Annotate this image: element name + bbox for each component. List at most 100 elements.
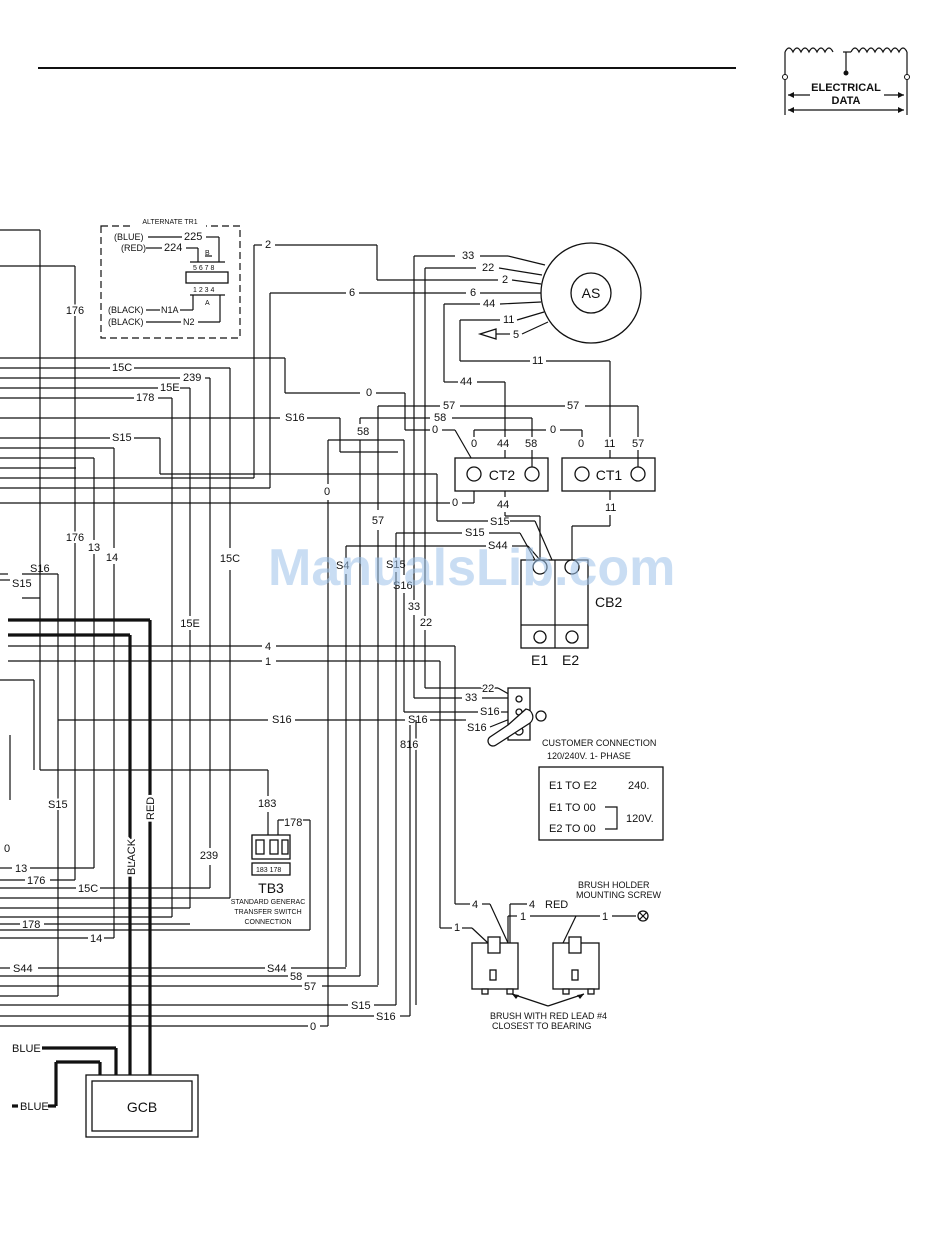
wire-label-22-c: 22 bbox=[482, 683, 494, 695]
brush-lead-label-2: CLOSEST TO BEARING bbox=[492, 1021, 592, 1031]
tr1-tap-a: A bbox=[205, 300, 210, 307]
tb3-terminal-marks: 183 178 bbox=[256, 867, 281, 874]
wire-label-1: 1 bbox=[265, 656, 271, 668]
tr1-black-label-2: (BLACK) bbox=[108, 317, 144, 327]
wire-label-0-left: 0 bbox=[4, 843, 10, 855]
tr1-terminal-block bbox=[185, 271, 229, 284]
wire-label-176-b: 176 bbox=[66, 532, 84, 544]
wire-label-s16-h: S16 bbox=[376, 1011, 396, 1023]
ct1-bottom-wire: 11 bbox=[605, 502, 616, 514]
tb3-label: TB3 bbox=[258, 880, 284, 896]
tb3-terminal: 178 183 178 TB3 STANDARD GENERAC TRANSFE… bbox=[231, 817, 311, 930]
tb3-caption-2: TRANSFER SWITCH bbox=[234, 909, 301, 916]
tr1-blue-label: (BLUE) bbox=[114, 232, 144, 242]
wire-label-s15-f: S15 bbox=[48, 799, 68, 811]
tb3-caption-1: STANDARD GENERAC bbox=[231, 899, 306, 906]
wire-label-22-b: 22 bbox=[420, 617, 432, 629]
brush-assembly-1 bbox=[471, 936, 519, 995]
cb2-breaker: S15 S15 S44 S4 S15 S16 S16 CB2 E1 E2 bbox=[336, 440, 622, 1005]
thick-wiring: RED BLACK BLUE BLUE bbox=[8, 618, 160, 1113]
tb3-wire-178: 178 bbox=[284, 817, 302, 829]
wire-label-1-d: 1 bbox=[602, 911, 608, 923]
wire-label-15e: 15E bbox=[160, 382, 180, 394]
tr1-wire-225: 225 bbox=[184, 231, 202, 243]
wire-label-183: 183 bbox=[258, 798, 276, 810]
connection-row-2: E1 TO 00 bbox=[549, 802, 596, 814]
wire-label-s16-e: S16 bbox=[408, 714, 428, 726]
connection-row-1-value: 240. bbox=[628, 780, 649, 792]
wire-label-2: 2 bbox=[265, 239, 271, 251]
wire-label-s16-b: S16 bbox=[393, 580, 413, 592]
wire-label-178: 178 bbox=[136, 392, 154, 404]
wire-label-15c: 15C bbox=[112, 362, 132, 374]
wire-label-s15-d: S15 bbox=[386, 559, 406, 571]
ct2-bottom-wire: 44 bbox=[497, 499, 509, 511]
wire-label-s16-g: S16 bbox=[467, 722, 487, 734]
wire-label-33: 33 bbox=[462, 250, 474, 262]
cb2-terminal-e1: E1 bbox=[531, 652, 548, 668]
customer-connection-title: CUSTOMER CONNECTION bbox=[542, 738, 656, 748]
logo-text-electrical: ELECTRICAL bbox=[811, 82, 881, 94]
as-component: AS 33 22 2 6 44 11 5 33 33 22 44 bbox=[408, 242, 642, 704]
tr1-terminals-top: 5 6 7 8 bbox=[193, 265, 215, 272]
ct1-wire-11: 11 bbox=[604, 438, 615, 450]
wire-label-4: 4 bbox=[265, 641, 271, 653]
wire-label-14-b: 14 bbox=[90, 933, 102, 945]
customer-connection-subtitle: 120/240V. 1- PHASE bbox=[547, 751, 631, 761]
gcb-label: GCB bbox=[127, 1099, 157, 1115]
tr1-wire-224: 224 bbox=[164, 242, 182, 254]
wire-label-239: 239 bbox=[183, 372, 201, 384]
wire-label-33-c: 33 bbox=[465, 692, 477, 704]
electrical-data-logo: ELECTRICAL DATA bbox=[782, 47, 910, 115]
tr1-wire-n2: N2 bbox=[183, 317, 195, 327]
wire-label-14: 14 bbox=[106, 552, 118, 564]
as-label: AS bbox=[582, 285, 601, 301]
wire-label-0-d: 0 bbox=[324, 486, 330, 498]
brush-lead-label-1: BRUSH WITH RED LEAD #4 bbox=[490, 1011, 607, 1021]
wire-label-816: 816 bbox=[400, 739, 418, 751]
wire-label-44: 44 bbox=[483, 298, 495, 310]
wire-label-s15-g: S15 bbox=[351, 1000, 371, 1012]
wire-label-33-b: 33 bbox=[408, 601, 420, 613]
wire-label-176-c: 176 bbox=[27, 875, 45, 887]
wire-label-58-b: 58 bbox=[357, 426, 369, 438]
brush-holder-label-1: BRUSH HOLDER bbox=[578, 880, 650, 890]
current-transformers: 57 57 57 58 58 0 0 0 44 58 CT2 44 bbox=[324, 400, 656, 1026]
wire-label-0-c: 0 bbox=[550, 424, 556, 436]
tb3-caption-3: CONNECTION bbox=[244, 919, 291, 926]
wire-label-15e-vertical: 15E bbox=[180, 618, 200, 630]
brush-wiring: 4 4 1 1 4 RED 1 1 BRUSH HOLDER MOUNTIN bbox=[8, 641, 662, 1031]
ground-screw-icon bbox=[637, 910, 649, 922]
wire-label-13: 13 bbox=[88, 542, 100, 554]
wire-label-s44-b: S4 bbox=[336, 560, 349, 572]
wire-label-2-b: 2 bbox=[502, 274, 508, 286]
brush-holder-label-2: MOUNTING SCREW bbox=[576, 890, 662, 900]
wire-label-57-d: 57 bbox=[304, 981, 316, 993]
wire-label-0-b: 0 bbox=[432, 424, 438, 436]
terminal-strip: 22 S16 816 bbox=[398, 682, 547, 1005]
wire-label-s44-d: S44 bbox=[267, 963, 287, 975]
wire-label-s15-e: S15 bbox=[12, 578, 32, 590]
wire-label-4-b: 4 bbox=[472, 899, 478, 911]
ct2-wire-44: 44 bbox=[497, 438, 509, 450]
wire-label-0-a: 0 bbox=[366, 387, 372, 399]
wire-label-178-b: 178 bbox=[22, 919, 40, 931]
tr1-tap-b: B bbox=[205, 250, 210, 257]
connection-row-3: E2 TO 00 bbox=[549, 823, 596, 835]
watermark-text: ManualsLib.com bbox=[268, 539, 675, 597]
wire-label-11-b: 11 bbox=[532, 355, 543, 367]
ct2-label: CT2 bbox=[489, 467, 516, 483]
wire-label-44-b: 44 bbox=[460, 376, 472, 388]
bottom-wiring: S15 0 13 176 15C 178 14 S44 S44 58 57 S1… bbox=[0, 720, 411, 1033]
wire-label-red: RED bbox=[145, 797, 157, 820]
wire-label-s44-a: S44 bbox=[488, 540, 508, 552]
wire-label-58-a: 58 bbox=[434, 412, 446, 424]
ct2-wire-0: 0 bbox=[471, 438, 477, 450]
wire-label-57-a: 57 bbox=[443, 400, 455, 412]
cb2-terminal-e2: E2 bbox=[562, 652, 579, 668]
wire-label-s16-d: S16 bbox=[272, 714, 292, 726]
ct2-wire-58: 58 bbox=[525, 438, 537, 450]
wire-label-s44-c: S44 bbox=[13, 963, 33, 975]
ct1-wire-57: 57 bbox=[632, 438, 644, 450]
wire-label-black: BLACK bbox=[126, 838, 138, 875]
